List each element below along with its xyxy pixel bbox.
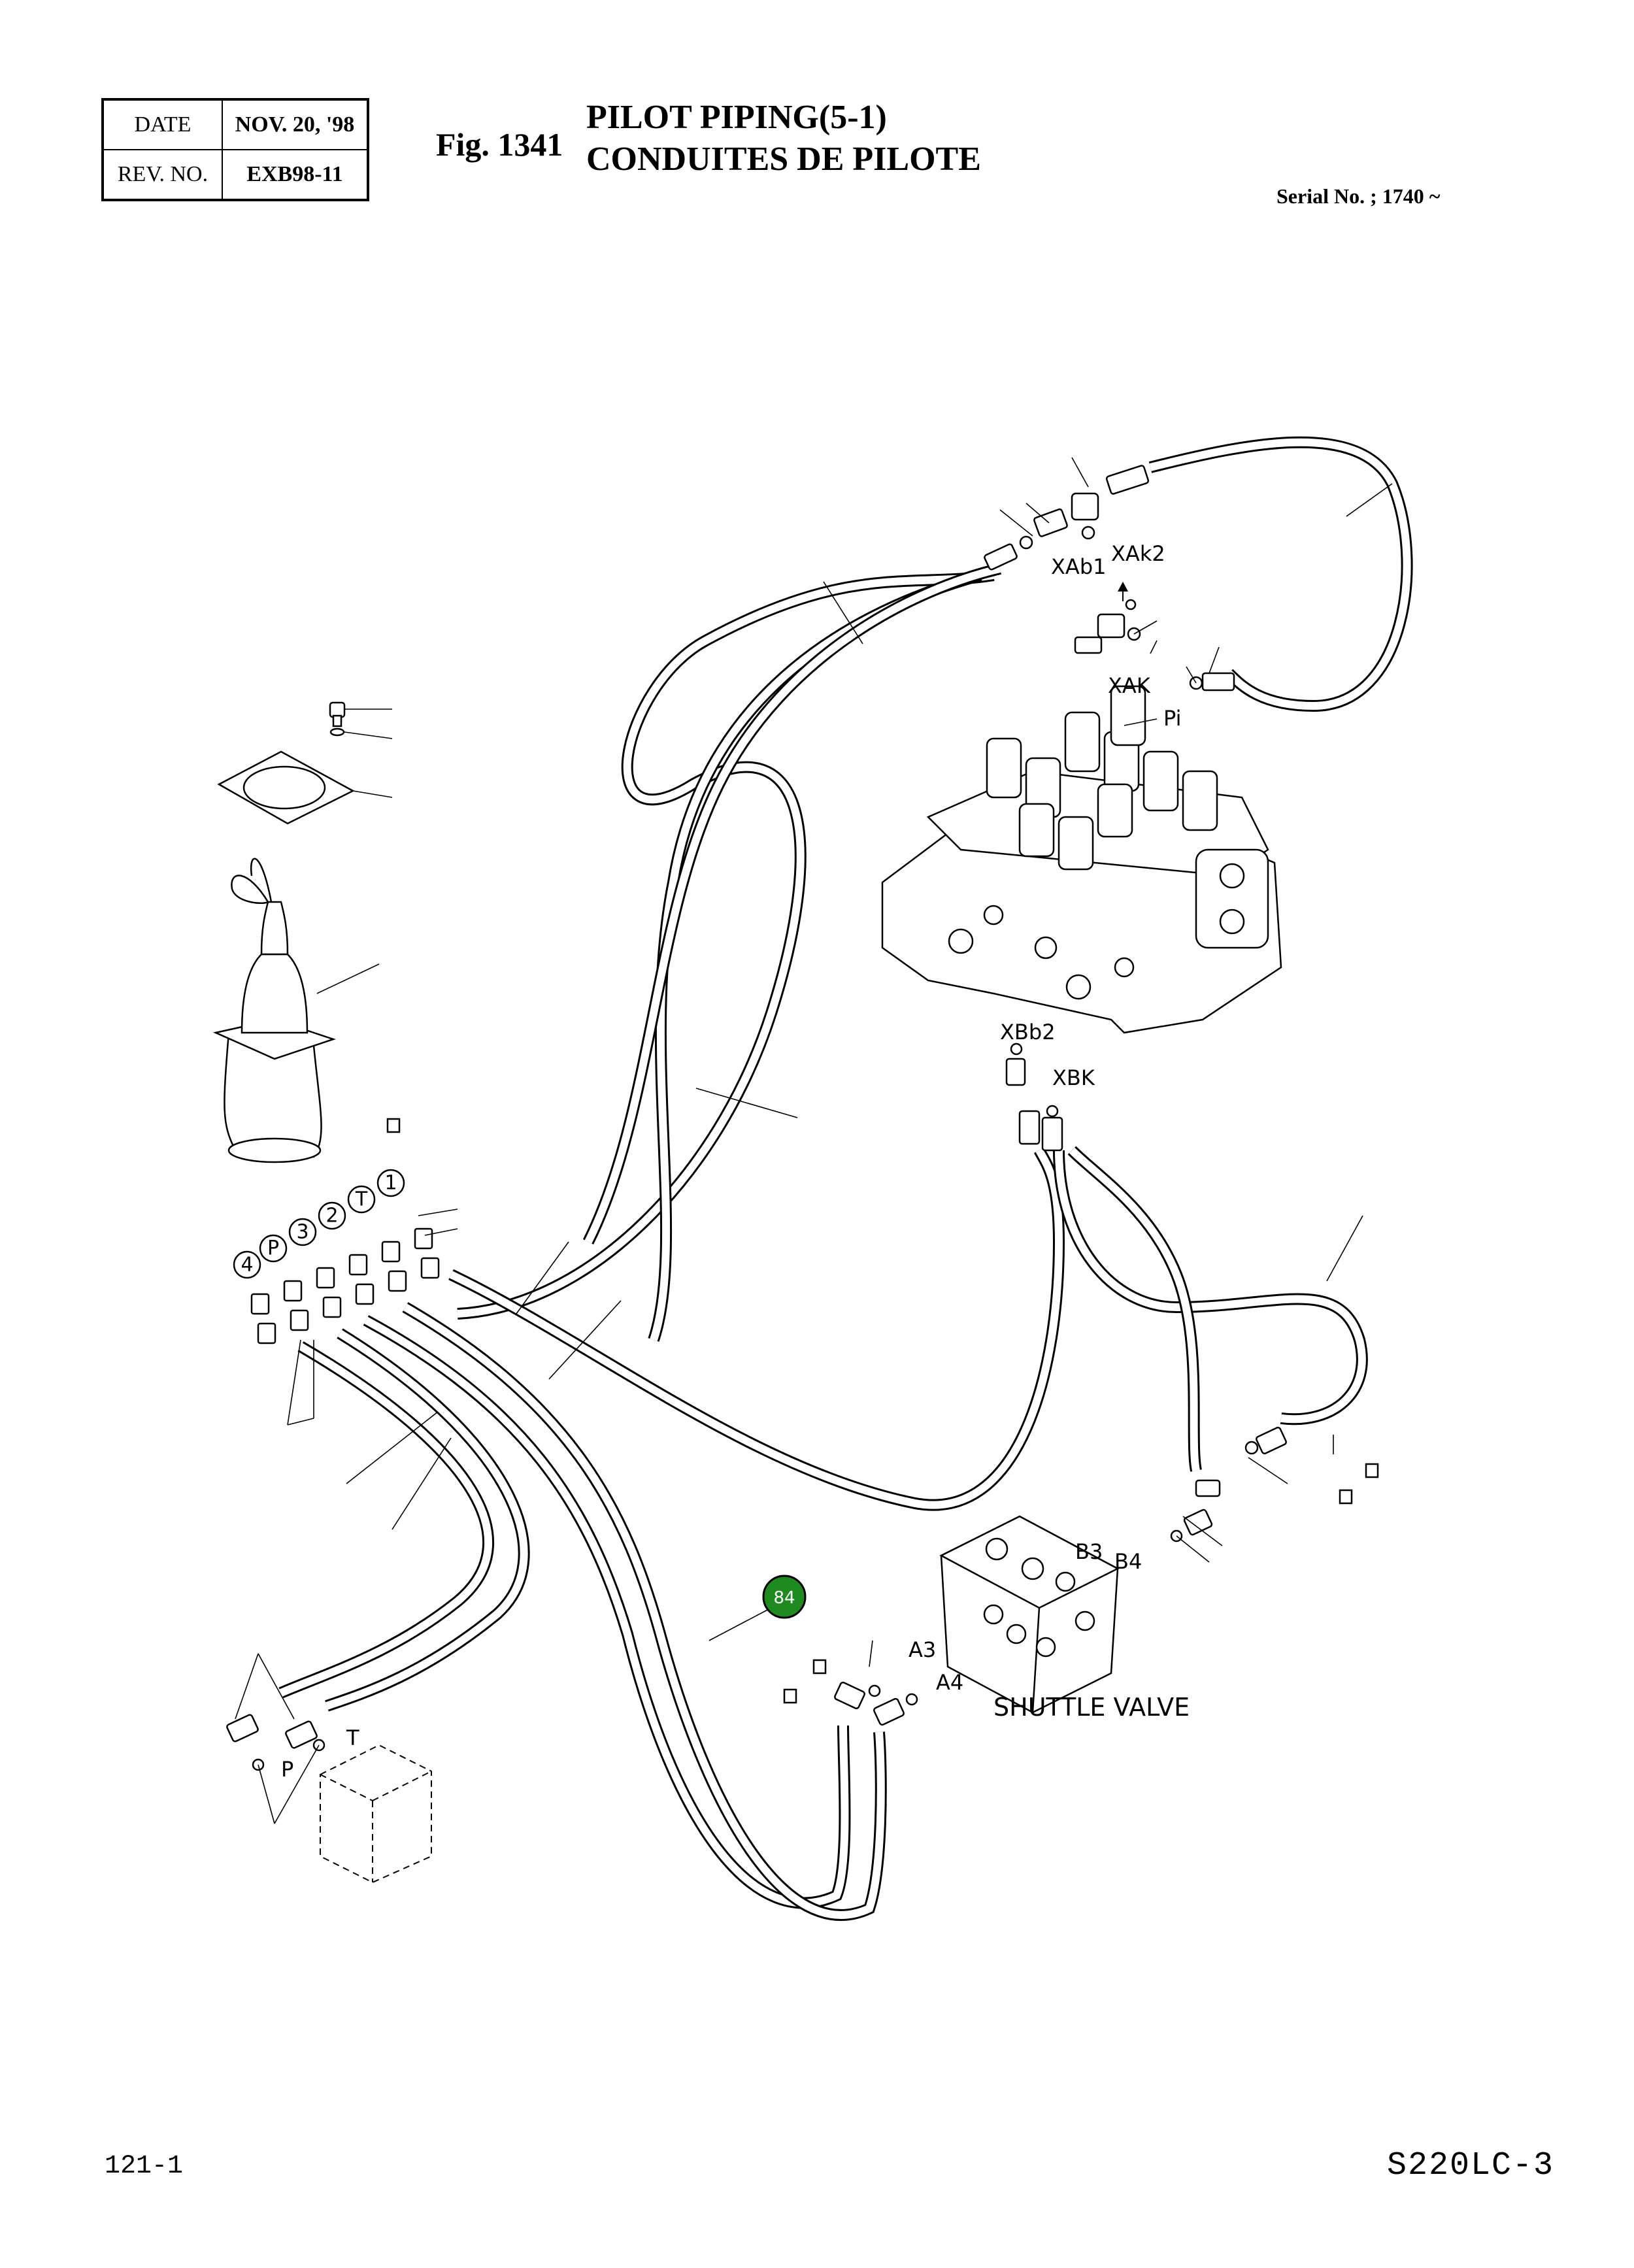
joystick-port-0: 4 bbox=[241, 1254, 253, 1276]
joystick-port-3: 2 bbox=[325, 1205, 338, 1227]
date-value: NOV. 20, '98 bbox=[222, 99, 369, 150]
joystick bbox=[213, 858, 336, 1163]
valve-spools bbox=[986, 685, 1218, 871]
label-xak: XAK bbox=[1108, 673, 1151, 698]
control-valve bbox=[881, 685, 1282, 1034]
page-number: 121-1 bbox=[105, 2152, 184, 2181]
label-xab1: XAb1 bbox=[1051, 554, 1106, 579]
label-p: P bbox=[281, 1757, 293, 1782]
label-xak2: XAk2 bbox=[1111, 541, 1165, 566]
callout-number[interactable]: 84 bbox=[773, 1588, 795, 1608]
date-label: DATE bbox=[102, 99, 223, 150]
model-number: S220LC-3 bbox=[1387, 2147, 1555, 2184]
leader-lines bbox=[235, 457, 1393, 1824]
square-markers bbox=[386, 1118, 1379, 1704]
label-t: T bbox=[346, 1726, 359, 1750]
joystick-fittings bbox=[250, 1227, 440, 1344]
rev-value: EXB98-11 bbox=[222, 149, 369, 201]
joystick-port-2: 3 bbox=[296, 1221, 308, 1244]
revision-table: DATE NOV. 20, '98 REV. NO. EXB98-11 bbox=[101, 98, 369, 201]
pt-block bbox=[226, 1714, 432, 1884]
figure-title-fr: CONDUITES DE PILOTE bbox=[586, 141, 981, 178]
label-a3: A3 bbox=[909, 1637, 936, 1662]
figure-title-en: PILOT PIPING(5-1) bbox=[586, 99, 887, 136]
valve-fittings bbox=[984, 465, 1235, 1152]
callout-circle bbox=[762, 1575, 807, 1619]
label-b4: B4 bbox=[1114, 1549, 1142, 1574]
rev-label: REV. NO. bbox=[102, 149, 223, 201]
joystick-port-5: 1 bbox=[384, 1172, 397, 1195]
joystick-port-1: P bbox=[267, 1237, 279, 1260]
label-xbk: XBK bbox=[1052, 1065, 1095, 1090]
hose-group bbox=[278, 436, 1413, 1921]
serial-number: Serial No. ; 1740 ~ bbox=[1276, 184, 1441, 208]
label-b3: B3 bbox=[1075, 1539, 1103, 1564]
figure-title: PILOT PIPING(5-1) CONDUITES DE PILOTE bbox=[586, 97, 981, 180]
label-a4: A4 bbox=[936, 1670, 963, 1695]
joystick-bolt bbox=[329, 701, 346, 737]
shuttle-valve-label: SHUTTLE VALVE bbox=[993, 1693, 1190, 1722]
shuttle-valve bbox=[939, 1515, 1120, 1714]
label-xbb2: XBb2 bbox=[1000, 1020, 1056, 1044]
callout-84[interactable]: 84 bbox=[762, 1575, 807, 1619]
joystick-port-markers: 4 P 3 2 T 1 bbox=[233, 1169, 405, 1279]
joystick-port-4: T bbox=[355, 1188, 368, 1211]
figure-number: Fig. 1341 bbox=[436, 126, 563, 163]
label-pi: Pi bbox=[1163, 706, 1181, 731]
joystick-gasket bbox=[217, 750, 355, 825]
port-labels: XAb1 XAk2 XAK Pi XBb2 XBK B3 B4 A3 A4 P … bbox=[281, 541, 1190, 1782]
hose-xak2-loop bbox=[1148, 436, 1413, 712]
